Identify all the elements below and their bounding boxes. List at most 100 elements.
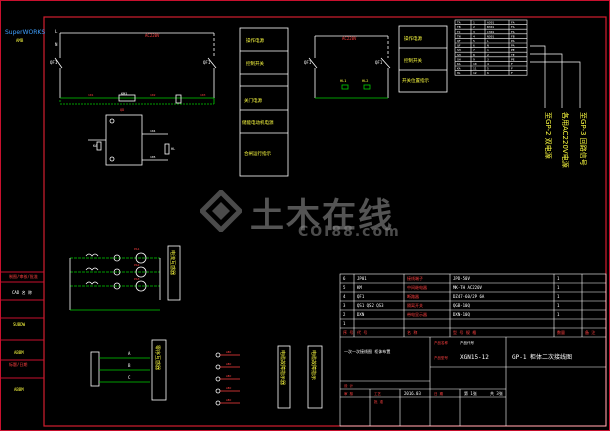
bom-cell: MK-TH AC220V (453, 285, 482, 290)
phase-c: C (128, 375, 131, 380)
terminal-cell: 4 (473, 34, 475, 38)
meter-block-label: 电流互感器 (169, 250, 176, 275)
bom-col-0: 设 计 (344, 383, 354, 388)
terminal-cell: 3 (473, 30, 475, 34)
left-qf-label-2: QF1 (203, 60, 211, 65)
terminal-cell: 5 (473, 39, 475, 43)
left-tag-0: 101 (88, 93, 94, 97)
terminal-cell: QF (457, 39, 461, 43)
bom-cell: 1 (557, 303, 560, 308)
terminal-cell: 6 (473, 44, 475, 48)
terminal-cell: 9 (473, 57, 475, 61)
terminal-cell: F (511, 71, 513, 75)
bom-header-cell: 型 号 规 格 (453, 329, 476, 335)
br-label-0: ABC (226, 350, 232, 354)
terminal-cell: N (487, 44, 489, 48)
bom-cell: 中间继电器 (407, 284, 427, 290)
terminal-cell: TE (511, 53, 515, 57)
circuit-right (308, 35, 391, 99)
bom-cell: 4 (343, 294, 346, 299)
terminal-cell: PE (511, 57, 515, 61)
right-top-label: AC220V (342, 36, 357, 41)
terminal-cell: 2 (487, 53, 489, 57)
bottom-right-indicator (215, 345, 323, 409)
watermark-logo-icon (200, 190, 242, 232)
bom-cell: 1 (557, 285, 560, 290)
bom-page: 第 1张 (464, 390, 477, 396)
bom-cell: 带电显示器 (407, 311, 427, 317)
bom-cell: 1 (343, 321, 346, 326)
sheet-title: GP-1 柜体二次接线图 (512, 353, 572, 361)
br-vtext-1: 电缆故障指示器 (279, 350, 286, 385)
bom-cell: QF1 (357, 294, 365, 299)
bom-header-cell: 序 号 (343, 329, 353, 335)
br-label-3: ABC (226, 386, 232, 390)
left-ka-label: KA (93, 144, 98, 148)
br-label-4: ABC (226, 398, 232, 402)
terminal-block-table (454, 19, 528, 76)
meter-label-box (167, 245, 181, 301)
terminal-cell: FA (511, 21, 515, 25)
terminal-cell: QF (457, 44, 461, 48)
bom-cell: DXN (357, 312, 365, 317)
meter-block (69, 252, 161, 311)
br-label-1: ABC (226, 362, 232, 366)
terminal-cell: F (511, 62, 513, 66)
terminal-cell: SH (457, 53, 461, 57)
br-label-2: ABC (226, 374, 232, 378)
bom-total: 共 3张 (490, 390, 503, 396)
right-qf-label-2: QF1 (375, 60, 383, 65)
side-cell-0: 制图/审核/批准 (9, 273, 38, 279)
brand-logo: SuperWORKS (5, 29, 45, 36)
terminal-cell: B301 (487, 25, 494, 29)
terminal-cell: FA (511, 30, 515, 34)
terminal-cell: SH (457, 57, 461, 61)
bom-header-cell: 代 号 (357, 329, 367, 335)
bom-mid-2: 产品型号 (434, 355, 448, 360)
terminal-cell: PA (511, 44, 515, 48)
bottom-left-ct (90, 339, 167, 401)
bom-header-cell: 数量 (557, 329, 565, 335)
terminal-cell: 1 (487, 48, 489, 52)
bom-cell: QGB-10Q (453, 303, 470, 308)
terminal-cell: 6 (487, 71, 489, 75)
left-l-label: L (55, 29, 58, 34)
side-cell-4: 标题/日期 (9, 361, 27, 367)
box-left-3: 储能电动机电源 (242, 119, 274, 126)
br-vtext-2: 电缆故障指示 (310, 350, 317, 380)
box-right-0: 操作电源 (404, 35, 422, 42)
terminal-cell: TB (457, 25, 461, 29)
bom-date: 2016.03 (404, 391, 421, 396)
terminal-cell: 11 (473, 67, 477, 71)
bom-cell: 2 (343, 312, 346, 317)
bom-col-1: 审 核 (344, 391, 354, 396)
bom-title-block (339, 273, 607, 427)
drawing-number: XGN15-12 (460, 354, 489, 361)
bom-mid-1: 产品代号 (460, 340, 474, 345)
side-cell-1: CAD 名 称 (12, 289, 32, 295)
bom-date-label: 日 期 (434, 391, 444, 396)
bom-header-cell: 名 称 (407, 329, 417, 335)
side-cell-3: ABBM (14, 350, 24, 355)
bom-cell: 3 (343, 303, 346, 308)
box-left-4: 合闸运行指示 (244, 150, 271, 157)
left-lamp-label: HL (171, 147, 175, 151)
left-km1-label: KM1 (121, 92, 127, 96)
vert-label-2: 至GP-3 回路信号 (579, 112, 588, 166)
side-cell-5: ABBM (14, 387, 24, 392)
terminal-cell: TA (457, 21, 461, 25)
terminal-cell: 8 (473, 53, 475, 57)
meter-label-2: PA3 (134, 277, 140, 281)
circuit-left (54, 32, 217, 166)
left-tag-2: 103 (200, 93, 206, 97)
phase-b: B (128, 363, 131, 368)
terminal-cell: FA (511, 25, 515, 29)
box-left-1: 控制开关 (246, 60, 264, 67)
bottom-left-vtext: 零序互感器 (154, 345, 161, 370)
watermark-sub: COI88.com (298, 224, 401, 240)
left-tag-1: 102 (150, 93, 156, 97)
left-relay-label: QD (120, 108, 124, 112)
terminal-cell: N301 (487, 34, 494, 38)
terminal-cell: HL (457, 71, 461, 75)
